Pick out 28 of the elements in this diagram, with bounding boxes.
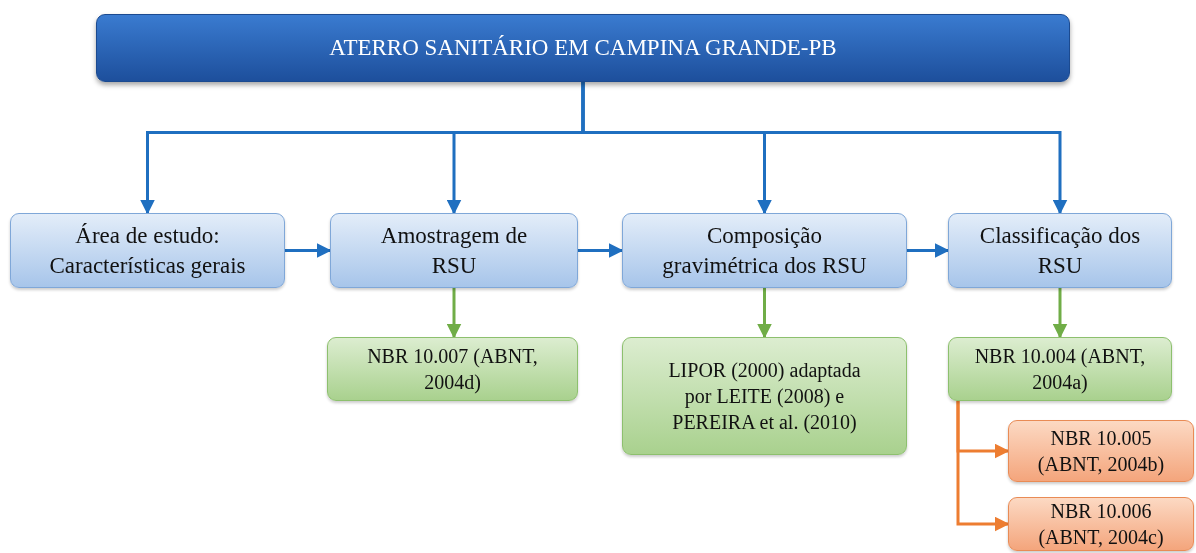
- process-box: [948, 213, 1172, 288]
- arrow: [581, 82, 1068, 215]
- arrow: [285, 243, 332, 258]
- node-label: Classificação dos RSU: [979, 221, 1141, 280]
- node-label: NBR 10.006 (ABNT, 2004c): [1037, 499, 1165, 550]
- node-label: NBR 10.004 (ABNT, 2004a): [973, 344, 1147, 395]
- node-label: ATERRO SANITÁRIO EM CAMPINA GRANDE-PB: [329, 34, 837, 63]
- process-box: [622, 337, 907, 455]
- process-box: [10, 213, 285, 288]
- node-label: LIPOR (2000) adaptada por LEITE (2008) e PEREIRA et al. (2010): [667, 358, 862, 435]
- node-label: Composição gravimétrica dos RSU: [661, 221, 868, 280]
- process-box: [948, 337, 1172, 401]
- process-box: [622, 213, 907, 288]
- arrow: [1052, 288, 1068, 339]
- arrow: [757, 288, 772, 339]
- node-label: Área de estudo: Características gerais: [48, 221, 247, 280]
- node-label: NBR 10.005 (ABNT, 2004b): [1036, 426, 1166, 477]
- title-box: [96, 14, 1070, 82]
- arrow: [907, 243, 950, 258]
- arrow: [956, 401, 1010, 532]
- node-label: Amostragem de RSU: [379, 221, 529, 280]
- arrow: [446, 288, 462, 339]
- process-box: [1008, 497, 1194, 551]
- arrow: [578, 243, 624, 258]
- node-label: NBR 10.007 (ABNT, 2004d): [366, 344, 539, 395]
- process-box: [327, 337, 578, 401]
- process-box: [1008, 420, 1194, 482]
- process-box: [330, 213, 578, 288]
